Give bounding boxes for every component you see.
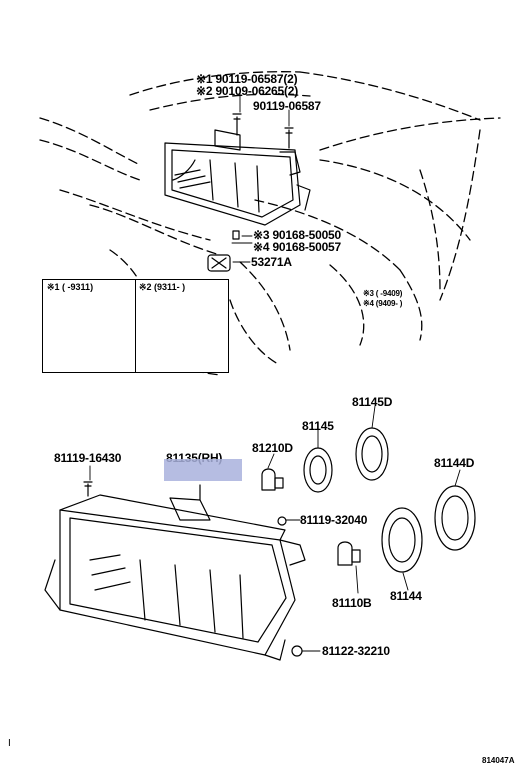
part-label-8: 81145 [302, 419, 334, 433]
part-label-1: ※1 90119-06587(2) [196, 72, 298, 86]
part-label-7: 81145D [352, 395, 393, 409]
note-3: ※3 ( -9409) [363, 289, 403, 298]
part-label-4: ※3 90168-50050 [253, 228, 341, 242]
leader-lines-upper [231, 89, 290, 263]
bolt-icon [232, 113, 294, 149]
part-label-9: 81210D [252, 441, 293, 455]
inset-col2-header: ※2 (9311- ) [139, 282, 186, 292]
part-label-13: 81119-32040 [300, 513, 368, 527]
part-label-16: 81122-32210 [322, 644, 390, 658]
body-outline [39, 71, 501, 376]
leader-lines-lower [89, 405, 461, 652]
diagram-code: 814047A [482, 756, 515, 765]
margin-mark: I [8, 738, 11, 749]
part-label-14: 81110B [332, 596, 372, 610]
selected-part-highlight[interactable] [164, 459, 242, 481]
part-label-6: 53271A [251, 255, 292, 269]
part-label-5: ※4 90168-50057 [253, 240, 341, 254]
upper-headlamp [164, 129, 311, 226]
socket-ring-icon [303, 427, 476, 573]
part-label-12: 81144D [434, 456, 475, 470]
bulb-icon [261, 468, 361, 566]
inset-col1-header: ※1 ( -9311) [47, 282, 94, 292]
part-label-15: 81144 [390, 589, 422, 603]
variant-inset-box: ※1 ( -9311) ※2 (9311- ) [42, 279, 229, 373]
part-label-2: ※2 90109-06265(2) [196, 84, 299, 98]
clip-icon [207, 230, 240, 272]
note-4: ※4 (9409- ) [363, 299, 403, 308]
screw-icon [83, 481, 303, 657]
lower-headlamp [44, 484, 306, 661]
part-label-3: 90119-06587 [253, 99, 321, 113]
part-label-10: 81119-16430 [54, 451, 122, 465]
